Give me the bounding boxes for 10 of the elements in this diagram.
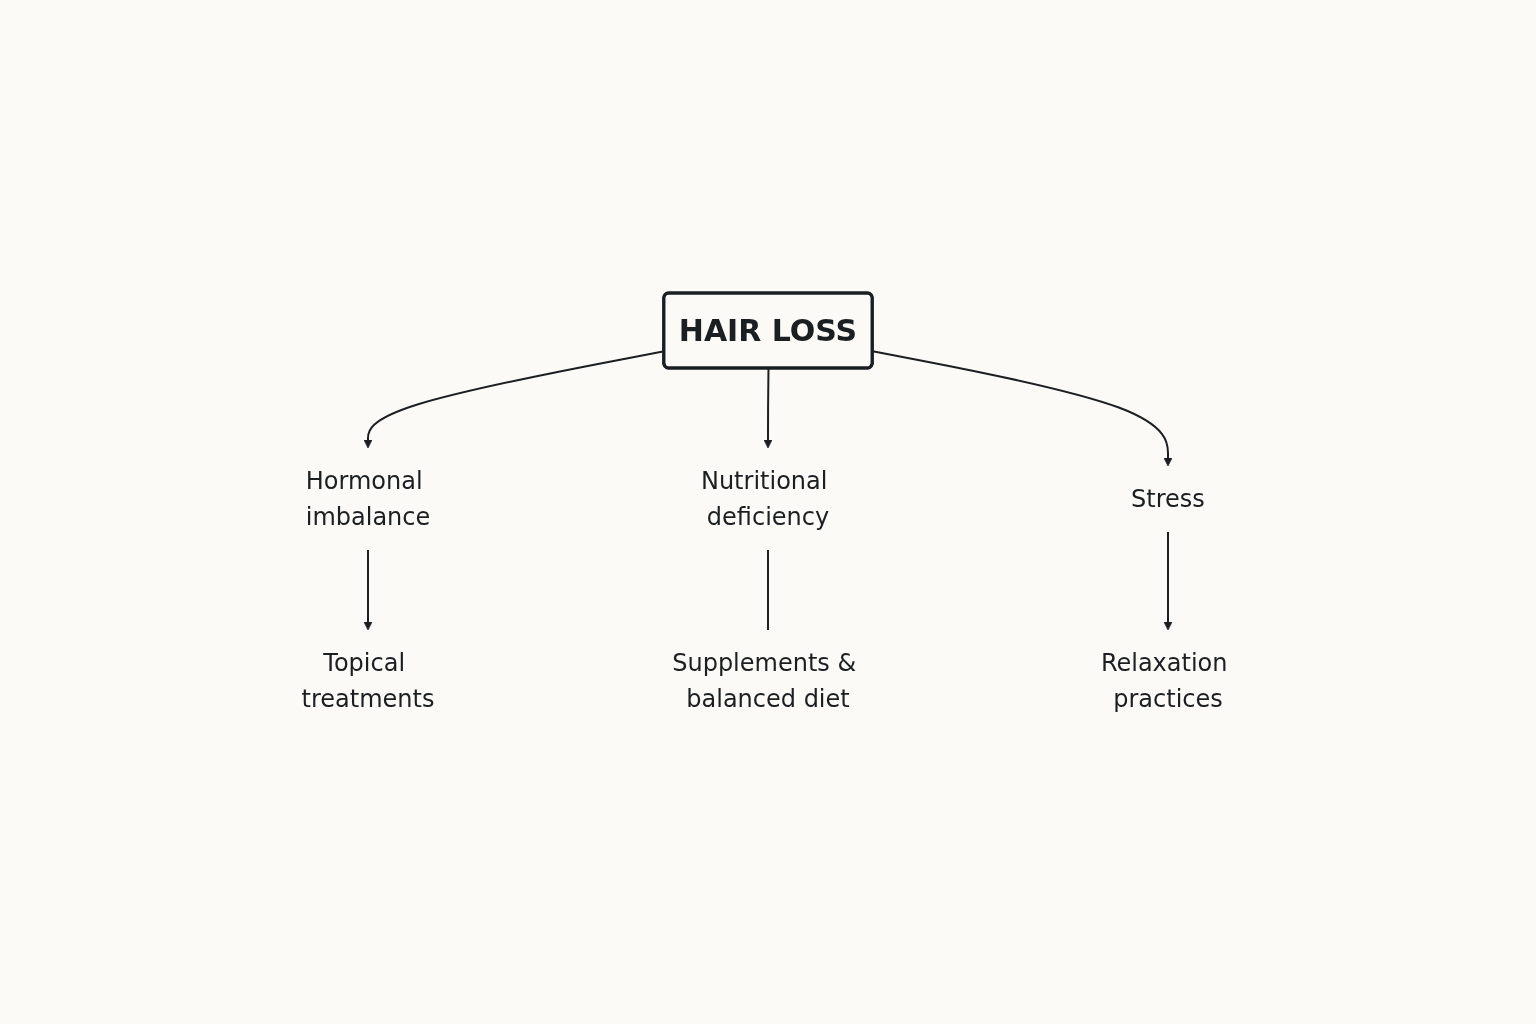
- arrow: [1163, 530, 1173, 630]
- node-text: Supplements & balanced diet: [672, 648, 857, 713]
- connector: [767, 548, 769, 631]
- arrow: [763, 367, 773, 448]
- node-text: Stress: [1131, 484, 1205, 513]
- node-text: Hormonal imbalance: [305, 466, 431, 531]
- arrow: [363, 548, 373, 630]
- node-text: Nutritional deficiency: [700, 466, 830, 531]
- node-text: Topical treatments: [301, 648, 435, 713]
- node-text: Relaxation practices: [1100, 648, 1228, 713]
